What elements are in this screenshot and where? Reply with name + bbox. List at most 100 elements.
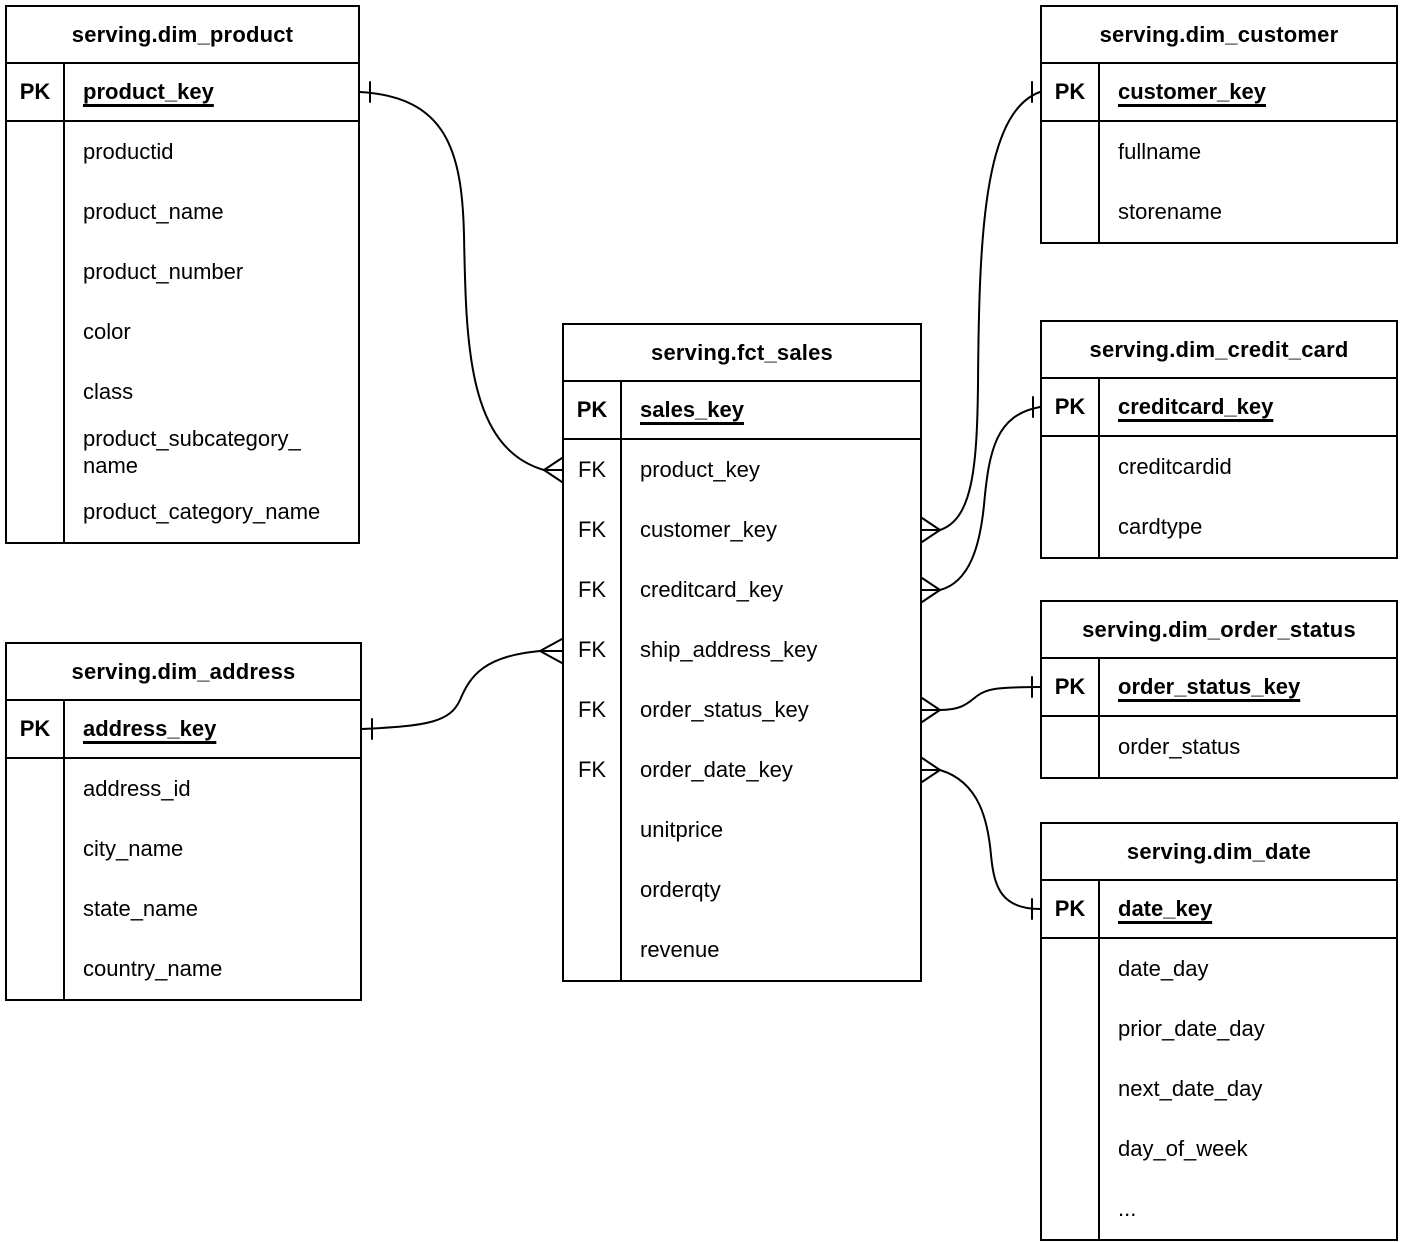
field-key (7, 759, 63, 819)
relationship-line (939, 91, 1041, 531)
field-name-ellipsis: ... (1118, 1196, 1137, 1221)
pk-label: PK (7, 701, 65, 757)
field-name: creditcardid (1118, 454, 1232, 479)
entity-dim-customer: serving.dim_customer PK customer_key ful… (1040, 5, 1398, 244)
relationship-line (359, 91, 545, 471)
entity-dim-address: serving.dim_address PK address_key addre… (5, 642, 362, 1001)
entity-title: serving.dim_order_status (1042, 602, 1396, 659)
field-name: next_date_day (1118, 1076, 1263, 1101)
key-column (1042, 437, 1100, 557)
field-column: creditcardid cardtype (1100, 437, 1396, 557)
field-name: day_of_week (1118, 1136, 1248, 1161)
field-column: address_id city_name state_name country_… (65, 759, 360, 999)
field-key (7, 482, 63, 542)
field-key-fk: FK (577, 697, 607, 722)
field-column: fullname storename (1100, 122, 1396, 242)
field-key (1042, 122, 1098, 182)
entity-title: serving.dim_credit_card (1042, 322, 1396, 379)
field-name: unitprice (640, 817, 724, 842)
pk-row: PK product_key (7, 64, 358, 122)
crow-foot-icon (921, 517, 941, 543)
field-key (1042, 939, 1098, 999)
pk-field-name: date_key (1118, 896, 1213, 921)
key-column (1042, 939, 1100, 1239)
pk-row: PK address_key (7, 701, 360, 759)
pk-row: PK creditcard_key (1042, 379, 1396, 437)
pk-field-name: customer_key (1118, 79, 1266, 104)
entity-dim-credit-card: serving.dim_credit_card PK creditcard_ke… (1040, 320, 1398, 559)
field-name: product_category_name (83, 499, 321, 524)
field-key (1042, 999, 1098, 1059)
pk-row: PK sales_key (564, 382, 920, 440)
entity-dim-date: serving.dim_date PK date_key date_day pr… (1040, 822, 1398, 1241)
field-name: city_name (83, 836, 184, 861)
pk-label: PK (564, 382, 622, 438)
relationship-line (939, 686, 1041, 711)
field-column: product_key customer_key creditcard_key … (622, 440, 920, 980)
field-column: productid product_name product_number co… (65, 122, 358, 542)
pk-field-name: creditcard_key (1118, 394, 1274, 419)
field-name: order_status_key (640, 697, 809, 722)
field-key (564, 800, 620, 860)
pk-field-name: address_key (83, 716, 217, 741)
entity-title: serving.dim_address (7, 644, 360, 701)
field-name: ship_address_key (640, 637, 818, 662)
pk-field-name: order_status_key (1118, 674, 1301, 699)
field-key (7, 242, 63, 302)
relationship-fct-sales-to-dim-address (361, 638, 563, 740)
pk-field-name: product_key (83, 79, 214, 104)
entity-fct-sales: serving.fct_sales PK sales_key FK FK FK … (562, 323, 922, 982)
field-key (564, 920, 620, 980)
field-key (1042, 1119, 1098, 1179)
field-name: date_day (1118, 956, 1209, 981)
field-name: prior_date_day (1118, 1016, 1265, 1041)
field-name: order_date_key (640, 757, 793, 782)
field-key (7, 879, 63, 939)
entity-dim-order-status: serving.dim_order_status PK order_status… (1040, 600, 1398, 779)
field-key (7, 939, 63, 999)
field-list: fullname storename (1042, 122, 1396, 242)
crow-foot-icon (543, 457, 563, 483)
entity-title: serving.dim_date (1042, 824, 1396, 881)
field-key (7, 302, 63, 362)
field-key (1042, 1179, 1098, 1239)
entity-title: serving.dim_customer (1042, 7, 1396, 64)
entity-dim-product: serving.dim_product PK product_key produ… (5, 5, 360, 544)
field-key (7, 422, 63, 482)
pk-label: PK (1042, 659, 1100, 715)
key-column: FK FK FK FK FK FK (564, 440, 622, 980)
field-name: orderqty (640, 877, 721, 902)
field-name: revenue (640, 937, 720, 962)
field-key (1042, 437, 1098, 497)
pk-label: PK (1042, 64, 1100, 120)
field-name: product_subcategory_ name (83, 426, 301, 478)
field-name: product_name (83, 199, 224, 224)
entity-title: serving.fct_sales (564, 325, 920, 382)
key-column (7, 759, 65, 999)
crow-foot-icon (921, 577, 941, 603)
pk-row: PK customer_key (1042, 64, 1396, 122)
field-key (7, 819, 63, 879)
field-name: product_number (83, 259, 244, 284)
field-key (564, 860, 620, 920)
field-list: date_day prior_date_day next_date_day da… (1042, 939, 1396, 1239)
field-name: fullname (1118, 139, 1202, 164)
relationship-fct-sales-to-dim-customer (921, 81, 1041, 543)
field-list: order_status (1042, 717, 1396, 777)
field-name: creditcard_key (640, 577, 784, 602)
crow-foot-icon (921, 757, 941, 783)
field-key (1042, 497, 1098, 557)
entity-title: serving.dim_product (7, 7, 358, 64)
pk-row: PK date_key (1042, 881, 1396, 939)
pk-label: PK (1042, 881, 1100, 937)
pk-label: PK (1042, 379, 1100, 435)
relationship-fct-sales-to-dim-credit-card (921, 396, 1041, 603)
field-name: storename (1118, 199, 1222, 224)
relationship-line (939, 406, 1041, 591)
pk-label: PK (7, 64, 65, 120)
field-name: product_key (640, 457, 760, 482)
key-column (7, 122, 65, 542)
field-list: address_id city_name state_name country_… (7, 759, 360, 999)
field-name: order_status (1118, 734, 1241, 759)
field-key-fk: FK (577, 637, 607, 662)
